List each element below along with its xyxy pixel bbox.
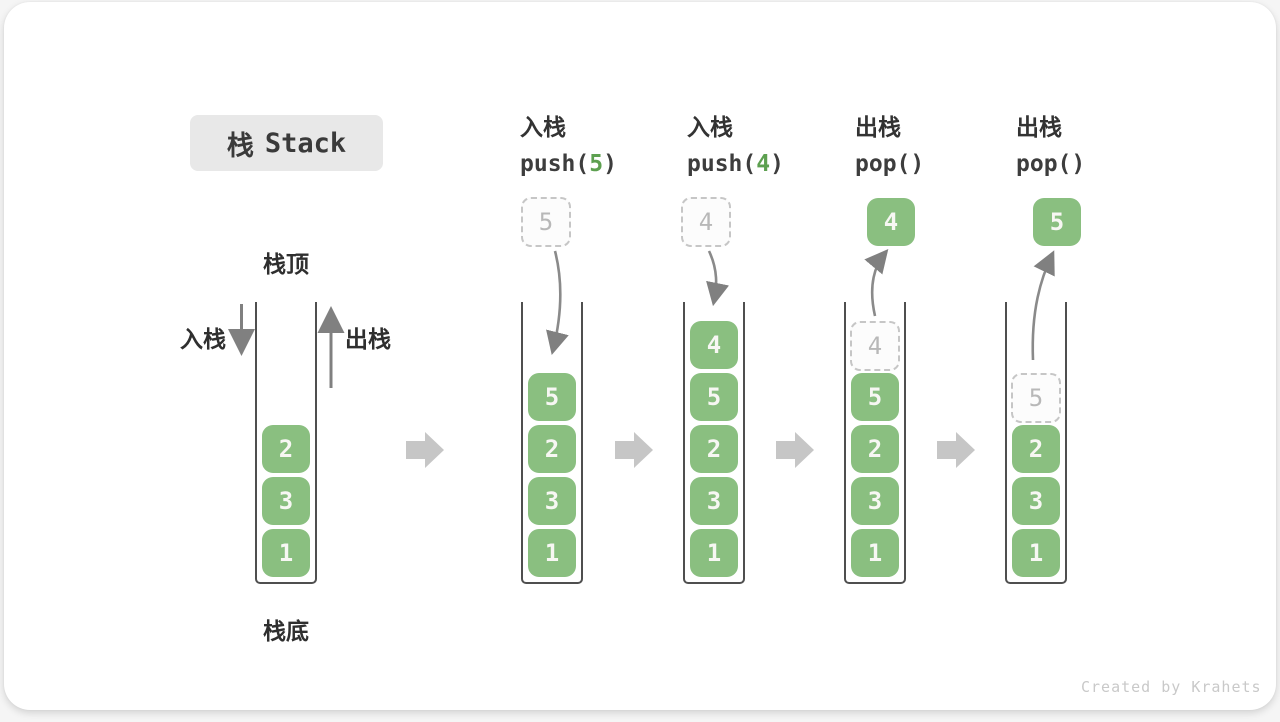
watermark: Created by Krahets xyxy=(1081,678,1262,696)
op-name: 出栈 xyxy=(855,114,901,140)
stack-block: 3 xyxy=(1012,477,1060,525)
code-post: ) xyxy=(1071,151,1086,177)
stack-block: 2 xyxy=(851,425,899,473)
op-code: push(5) xyxy=(520,151,617,177)
code-pre: pop( xyxy=(855,151,911,177)
stack-block: 2 xyxy=(262,425,310,473)
popped-value-box: 5 xyxy=(1033,198,1081,246)
stack-block: 3 xyxy=(690,477,738,525)
stack-block: 5 xyxy=(851,373,899,421)
code-post: ) xyxy=(770,151,784,177)
code-post: ) xyxy=(910,151,925,177)
pop-direction-label: 出栈 xyxy=(345,326,391,352)
op-code: pop() xyxy=(855,151,924,177)
stack-container-4 xyxy=(844,302,906,584)
stack-block: 1 xyxy=(262,529,310,577)
incoming-value-box: 4 xyxy=(681,197,731,247)
stack-block: 3 xyxy=(262,477,310,525)
incoming-value-box: 5 xyxy=(521,197,571,247)
stack-top-label: 栈顶 xyxy=(263,251,309,277)
title-zh: 栈 xyxy=(226,130,254,161)
op-label-push-5: 入栈 push(5) xyxy=(520,108,617,177)
op-name: 入栈 xyxy=(520,114,566,140)
push-direction-label: 入栈 xyxy=(180,326,226,352)
stack-container-5 xyxy=(1005,302,1067,584)
popped-value-box: 4 xyxy=(867,198,915,246)
code-arg: 4 xyxy=(756,151,771,177)
stack-bottom-label: 栈底 xyxy=(263,618,309,644)
op-label-push-4: 入栈 push(4) xyxy=(687,108,784,177)
title-chip: 栈 Stack xyxy=(190,115,383,171)
code-pre: push( xyxy=(687,151,757,177)
stack-block: 5 xyxy=(690,373,738,421)
figure-card: 栈 Stack 入栈 push(5) 入栈 push(4) 出栈 pop() 出… xyxy=(4,2,1276,710)
stack-container-2 xyxy=(521,302,583,584)
stack-block: 2 xyxy=(528,425,576,473)
op-name: 出栈 xyxy=(1016,114,1062,140)
op-code: push(4) xyxy=(687,151,784,177)
op-code: pop() xyxy=(1016,151,1085,177)
code-post: ) xyxy=(603,151,617,177)
op-label-pop-4: 出栈 pop() xyxy=(855,108,924,177)
stack-block: 1 xyxy=(690,529,738,577)
step-arrow-icon xyxy=(937,432,975,468)
removed-slot-box: 5 xyxy=(1011,373,1061,423)
title-en: Stack xyxy=(264,127,347,159)
step-arrow-icon xyxy=(615,432,653,468)
removed-slot-box: 4 xyxy=(850,321,900,371)
arrows-overlay xyxy=(228,249,1055,468)
push4-curve-arrow xyxy=(706,250,730,307)
stack-block: 2 xyxy=(690,425,738,473)
stack-block: 1 xyxy=(851,529,899,577)
code-arg: 5 xyxy=(589,151,604,177)
stack-block: 3 xyxy=(851,477,899,525)
stack-block: 3 xyxy=(528,477,576,525)
step-arrow-icon xyxy=(776,432,814,468)
code-pre: pop( xyxy=(1016,151,1072,177)
stack-block: 4 xyxy=(690,321,738,369)
op-name: 入栈 xyxy=(687,114,733,140)
stack-block: 5 xyxy=(528,373,576,421)
stack-block: 2 xyxy=(1012,425,1060,473)
op-label-pop-5: 出栈 pop() xyxy=(1016,108,1085,177)
stack-container-3 xyxy=(683,302,745,584)
stack-container-1 xyxy=(255,302,317,584)
stack-block: 1 xyxy=(528,529,576,577)
stack-block: 1 xyxy=(1012,529,1060,577)
step-arrow-icon xyxy=(406,432,444,468)
code-pre: push( xyxy=(520,151,590,177)
